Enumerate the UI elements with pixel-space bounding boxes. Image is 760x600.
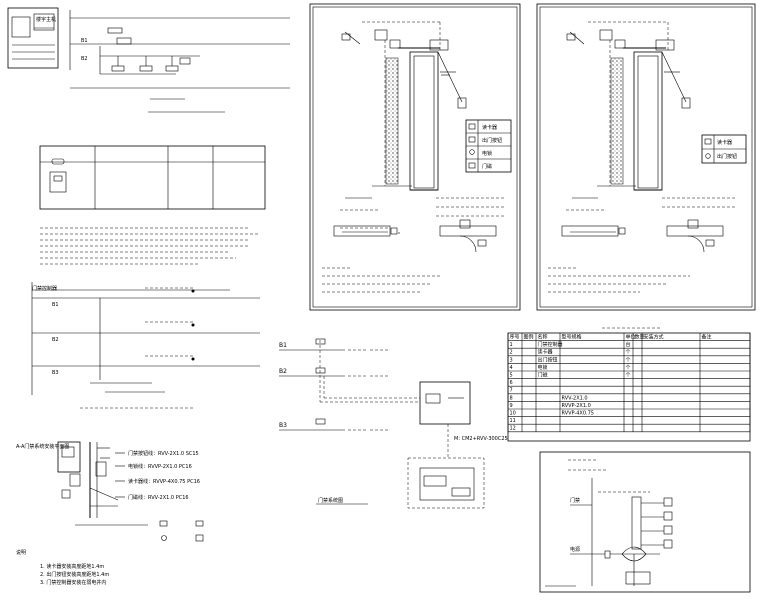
system-label-b2: B2 — [279, 368, 287, 375]
spec-line-2: 电锁线：RVVP-2X1.0 PC16 — [128, 463, 192, 470]
table-cell: RVVP-4X0.75 — [562, 411, 595, 417]
host-box — [7, 7, 59, 69]
spec-line-3: 读卡器线：RVVP-4X0.75 PC16 — [128, 478, 200, 485]
table-cell: 个 — [626, 373, 631, 379]
controller-label-b2: B2 — [52, 337, 59, 343]
panel-g-label-2: 电源 — [570, 546, 580, 553]
plan-label: A-A门禁系统安装平面图 — [16, 443, 69, 450]
system-label-b3: B3 — [279, 422, 287, 429]
system-caption: 门禁系统图 — [318, 497, 343, 504]
table-header-cell: 图例 — [524, 334, 534, 341]
table-cell: 8 — [510, 395, 513, 401]
table-cell: 读卡器 — [538, 349, 553, 356]
panel-d-door-plan: A-A门禁系统安装平面图 门禁按钮线：RVV-2X1.0 SC15 电锁线：RV… — [16, 441, 204, 586]
panel-e-system: B1 B2 B3 M: CM2+RVV-300C25 门禁系统图 — [279, 338, 508, 509]
table-header-cell: 名称 — [538, 334, 548, 341]
table-header-cell: 数量 — [635, 334, 645, 341]
panel-a-riser: 楼宇主机 B1 B2 — [7, 7, 290, 113]
table-cell: 门禁控制器 — [538, 341, 563, 348]
table-cell: 出门按钮 — [538, 356, 558, 363]
system-label-b1: B1 — [279, 342, 287, 349]
table-cell: 3 — [510, 357, 513, 363]
panel-g-riser: 门禁 电源 — [539, 451, 751, 593]
table-cell: 6 — [510, 380, 513, 386]
note-2: 2. 出门按钮安装高度距地1.4m — [40, 571, 109, 578]
spec-line-4: 门磁线：RVV-2X1.0 PC16 — [128, 494, 189, 501]
notes-title: 说明 — [16, 549, 26, 556]
legend1-row-1: 读卡器 — [482, 124, 497, 131]
table-cell: 9 — [510, 403, 513, 409]
table-cell: 个 — [626, 350, 631, 356]
table-cell: 1 — [510, 342, 513, 348]
table-cell: 门磁 — [538, 372, 548, 379]
system-controller-box — [419, 381, 471, 425]
controller-label-b3: B3 — [52, 370, 59, 376]
legend1-row-3: 电锁 — [482, 150, 492, 157]
table-header-cell: 单位 — [626, 334, 636, 341]
spec-line-1: 门禁按钮线：RVV-2X1.0 SC15 — [128, 450, 199, 457]
note-1: 1. 读卡器安装高度距地1.4m — [40, 563, 104, 570]
controller-title: 门禁控制器 — [32, 285, 57, 292]
panel-g-label-1: 门禁 — [570, 497, 580, 504]
wall-hatch — [385, 57, 399, 185]
door-sheet-2: 读卡器 出门按钮 — [536, 3, 756, 311]
table-cell: 11 — [510, 418, 516, 424]
panel-c-controller: 门禁控制器 B1 B2 B3 — [31, 282, 260, 409]
legend2-row-2: 出门按钮 — [717, 153, 737, 160]
table-cell: 台 — [626, 341, 631, 348]
table-cell: 10 — [510, 411, 516, 417]
wall-hatch-2 — [610, 57, 624, 185]
riser-label-b1: B1 — [81, 38, 88, 44]
riser-label-b2: B2 — [81, 56, 88, 62]
table-header-cell: 备注 — [702, 334, 712, 341]
table-cell: 个 — [626, 365, 631, 371]
table-header-cell: 安装方式 — [644, 334, 664, 341]
legend1-row-4: 门磁 — [482, 163, 492, 170]
system-cable-label: M: CM2+RVV-300C25 — [454, 436, 508, 442]
door-sheet-1: 读卡器 出门按钮 电锁 门磁 — [309, 3, 521, 311]
table-cell: RVVP-2X1.0 — [562, 403, 591, 409]
table-cell: 7 — [510, 388, 513, 394]
table-header-cell: 序号 — [510, 334, 520, 341]
table-cell: 4 — [510, 365, 513, 371]
table-header-cell: 型号规格 — [562, 334, 582, 341]
note-3: 3. 门禁控制器安装在弱电井内 — [40, 579, 106, 586]
system-sub-box — [407, 457, 485, 509]
table-cell: 5 — [510, 373, 513, 379]
controller-label-b1: B1 — [52, 302, 59, 308]
table-cell: 12 — [510, 426, 516, 432]
legend2-row-1: 读卡器 — [717, 139, 732, 146]
table-cell: 2 — [510, 350, 513, 356]
host-box-title: 楼宇主机 — [36, 16, 56, 23]
table-cell: 电锁 — [538, 364, 548, 371]
table-cell: RVV-2X1.0 — [562, 395, 588, 401]
table-cell: 个 — [626, 357, 631, 363]
panel-b-table — [39, 145, 266, 265]
legend1-row-2: 出门按钮 — [482, 137, 502, 144]
